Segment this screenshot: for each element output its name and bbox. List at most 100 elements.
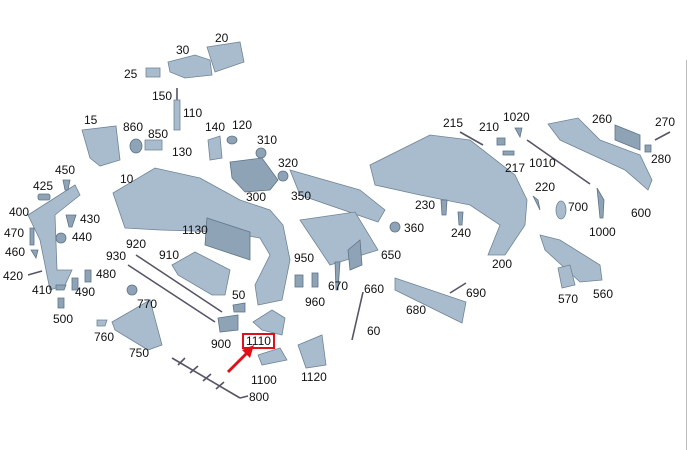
part-270 <box>654 131 671 141</box>
label-420[interactable]: 420 <box>3 269 24 283</box>
label-440[interactable]: 440 <box>72 230 93 244</box>
label-10[interactable]: 10 <box>120 172 134 186</box>
label-910[interactable]: 910 <box>159 248 180 262</box>
label-860[interactable]: 860 <box>123 120 144 134</box>
label-320[interactable]: 320 <box>278 156 299 170</box>
label-650[interactable]: 650 <box>381 248 402 262</box>
label-660[interactable]: 660 <box>364 282 385 296</box>
part-220 <box>532 195 541 211</box>
label-570[interactable]: 570 <box>558 292 579 306</box>
label-200[interactable]: 200 <box>492 257 513 271</box>
label-360[interactable]: 360 <box>404 221 425 235</box>
part-25 <box>145 67 161 78</box>
part-460 <box>30 249 39 260</box>
label-25[interactable]: 25 <box>124 67 138 81</box>
label-350[interactable]: 350 <box>291 189 312 203</box>
label-750[interactable]: 750 <box>129 346 150 360</box>
part-860 <box>129 138 143 154</box>
label-300[interactable]: 300 <box>246 190 267 204</box>
label-500[interactable]: 500 <box>53 312 74 326</box>
part-360 <box>389 221 401 233</box>
part-570 <box>557 264 576 289</box>
part-770 <box>126 284 138 296</box>
part-480 <box>84 269 92 283</box>
label-215[interactable]: 215 <box>443 116 464 130</box>
label-560[interactable]: 560 <box>593 287 614 301</box>
label-430[interactable]: 430 <box>80 212 101 226</box>
label-950[interactable]: 950 <box>294 251 315 265</box>
label-15[interactable]: 15 <box>84 113 98 127</box>
label-460[interactable]: 460 <box>5 245 26 259</box>
part-650 <box>347 239 363 271</box>
label-770[interactable]: 770 <box>137 297 158 311</box>
part-10 <box>112 167 291 306</box>
part-300 <box>229 157 279 193</box>
label-220[interactable]: 220 <box>535 180 556 194</box>
part-1010 <box>526 139 591 185</box>
label-260[interactable]: 260 <box>592 112 613 126</box>
label-425[interactable]: 425 <box>33 179 54 193</box>
label-960[interactable]: 960 <box>305 295 326 309</box>
part-600 <box>547 117 653 191</box>
label-690[interactable]: 690 <box>466 286 487 300</box>
label-240[interactable]: 240 <box>451 226 472 240</box>
label-900[interactable]: 900 <box>211 337 232 351</box>
label-410[interactable]: 410 <box>32 283 53 297</box>
label-1120[interactable]: 1120 <box>301 370 327 384</box>
part-670 <box>311 272 319 288</box>
label-800[interactable]: 800 <box>249 390 270 404</box>
label-1010[interactable]: 1010 <box>529 156 556 170</box>
label-1110-highlighted[interactable]: 1110 <box>242 333 275 349</box>
part-110 <box>173 99 181 131</box>
part-1120 <box>297 334 327 369</box>
label-120[interactable]: 120 <box>232 118 253 132</box>
label-60[interactable]: 60 <box>367 324 381 338</box>
label-480[interactable]: 480 <box>96 267 117 281</box>
part-20 <box>206 41 245 73</box>
label-1020[interactable]: 1020 <box>503 110 530 124</box>
label-1000[interactable]: 1000 <box>589 225 616 239</box>
label-850[interactable]: 850 <box>148 127 169 141</box>
part-960 <box>294 274 304 288</box>
label-210[interactable]: 210 <box>479 120 500 134</box>
part-1000 <box>596 187 605 219</box>
part-850 <box>144 139 163 151</box>
label-920[interactable]: 920 <box>126 237 147 251</box>
label-230[interactable]: 230 <box>415 198 436 212</box>
part-1110 <box>252 309 286 336</box>
label-50[interactable]: 50 <box>232 288 246 302</box>
part-60 <box>351 291 364 341</box>
part-910 <box>171 251 231 296</box>
part-120 <box>226 135 238 145</box>
label-700[interactable]: 700 <box>568 200 589 214</box>
label-130[interactable]: 130 <box>172 145 193 159</box>
label-760[interactable]: 760 <box>94 330 115 344</box>
label-670[interactable]: 670 <box>328 279 349 293</box>
label-150[interactable]: 150 <box>152 89 173 103</box>
label-680[interactable]: 680 <box>406 303 427 317</box>
label-600[interactable]: 600 <box>631 206 652 220</box>
label-310[interactable]: 310 <box>257 133 278 147</box>
label-450[interactable]: 450 <box>55 163 76 177</box>
label-1130[interactable]: 1130 <box>182 223 208 237</box>
part-15 <box>81 125 121 167</box>
label-280[interactable]: 280 <box>651 152 672 166</box>
label-20[interactable]: 20 <box>215 31 229 45</box>
label-930[interactable]: 930 <box>106 249 127 263</box>
part-440 <box>55 232 67 244</box>
label-140[interactable]: 140 <box>205 120 226 134</box>
part-660 <box>334 261 341 291</box>
part-800 <box>171 357 249 399</box>
label-110[interactable]: 110 <box>183 106 203 120</box>
label-490[interactable]: 490 <box>75 285 96 299</box>
label-470[interactable]: 470 <box>4 226 25 240</box>
label-270[interactable]: 270 <box>655 115 676 129</box>
label-400[interactable]: 400 <box>9 205 30 219</box>
label-217[interactable]: 217 <box>505 161 526 175</box>
part-420 <box>27 270 43 276</box>
label-30[interactable]: 30 <box>176 43 190 57</box>
label-1100[interactable]: 1100 <box>251 373 277 387</box>
